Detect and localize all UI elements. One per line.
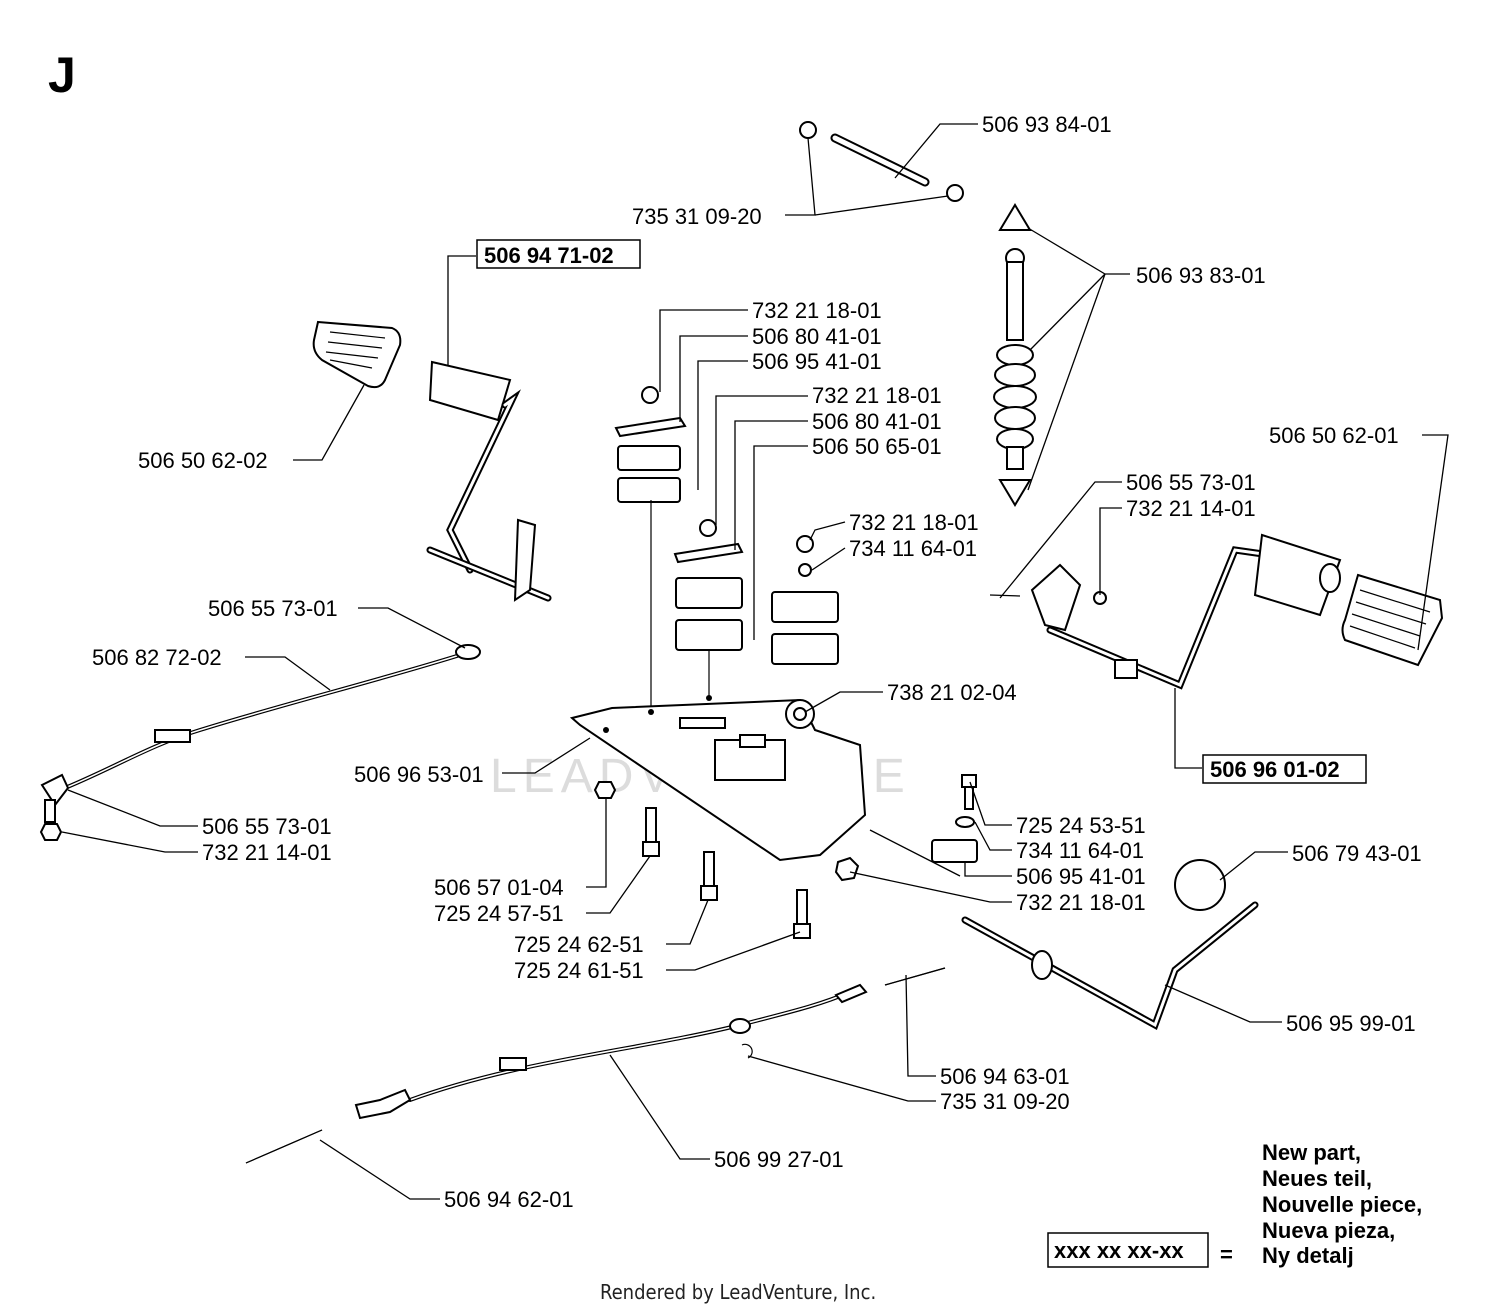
part-number-label: 506 50 65-01 — [812, 434, 942, 459]
part-number-label: 725 24 62-51 — [514, 932, 644, 957]
part-number-label: 506 57 01-04 — [434, 875, 564, 900]
part-number-label: 506 94 62-01 — [444, 1187, 574, 1212]
part-number-label: 732 21 18-01 — [752, 298, 882, 323]
bolts-illustration — [593, 774, 978, 939]
shock-absorber-illustration — [993, 203, 1037, 507]
part-number-label: 725 24 53-51 — [1016, 813, 1146, 838]
part-number-label: 506 95 41-01 — [1016, 864, 1146, 889]
part-number-label: 506 99 27-01 — [714, 1147, 844, 1172]
part-number-label: 735 31 09-20 — [632, 204, 762, 229]
part-number-label: 734 11 64-01 — [849, 536, 977, 561]
part-number-label: 506 80 41-01 — [752, 324, 882, 349]
right-pedal-assembly-illustration — [989, 533, 1444, 690]
legend-line: Nouvelle piece, — [1262, 1192, 1422, 1217]
part-number-label: 506 93 84-01 — [982, 112, 1112, 137]
part-number-label: 738 21 02-04 — [887, 680, 1017, 705]
part-number-label: 732 21 18-01 — [849, 510, 979, 535]
part-number-label: 732 21 14-01 — [1126, 496, 1256, 521]
part-number-label: 506 55 73-01 — [208, 596, 338, 621]
part-number-labels: 506 93 84-01 735 31 09-20 506 93 83-01 5… — [92, 112, 1422, 1212]
legend-line: New part, — [1262, 1140, 1361, 1165]
legend-line: Nueva pieza, — [1262, 1218, 1395, 1243]
new-part-box — [476, 239, 641, 269]
part-number-label: 506 79 43-01 — [1292, 841, 1422, 866]
upper-cable-illustration — [39, 644, 481, 841]
mounting-plate-illustration — [569, 695, 867, 862]
part-number-label: 506 96 01-02 — [1210, 757, 1340, 782]
legend-equals: = — [1220, 1242, 1233, 1267]
part-number-label: 506 82 72-02 — [92, 645, 222, 670]
section-letter: J — [48, 47, 76, 103]
left-pedal-pad-illustration — [312, 320, 402, 389]
gear-lever-illustration — [961, 859, 1259, 1031]
lower-cable-illustration — [245, 967, 946, 1164]
legend-line: Neues teil, — [1262, 1166, 1372, 1191]
new-part-box — [1202, 754, 1367, 784]
part-number-label: 732 21 14-01 — [202, 840, 332, 865]
part-number-label: 506 50 62-01 — [1269, 423, 1399, 448]
part-number-label: 506 93 83-01 — [1136, 263, 1266, 288]
part-number-label: 506 95 99-01 — [1286, 1011, 1416, 1036]
part-number-label: 725 24 57-51 — [434, 901, 564, 926]
part-number-label: 506 95 41-01 — [752, 349, 882, 374]
part-number-label: 506 55 73-01 — [202, 814, 332, 839]
leader-lines — [61, 123, 1449, 1200]
part-number-label: 725 24 61-51 — [514, 958, 644, 983]
left-pedal-arm-illustration — [426, 360, 552, 602]
part-number-label: 506 96 53-01 — [354, 762, 484, 787]
part-number-label: 506 55 73-01 — [1126, 470, 1256, 495]
legend-line: Ny detalj — [1262, 1243, 1354, 1268]
part-number-label: 732 21 18-01 — [812, 383, 942, 408]
part-number-label: 506 94 63-01 — [940, 1064, 1070, 1089]
pin-illustration — [799, 121, 964, 202]
footer-credit: Rendered by LeadVenture, Inc. — [600, 1280, 876, 1304]
legend-code-box — [1047, 1232, 1209, 1268]
part-number-label: 735 31 09-20 — [940, 1089, 1070, 1114]
part-number-label: 732 21 18-01 — [1016, 890, 1146, 915]
center-block-stack-illustration — [614, 386, 839, 712]
part-number-label: 506 80 41-01 — [812, 409, 942, 434]
legend: xxx xx xx-xx = New part, Neues teil, Nou… — [1047, 1140, 1422, 1268]
part-number-label: 506 94 71-02 — [484, 243, 614, 268]
part-number-label: 506 50 62-02 — [138, 448, 268, 473]
legend-code: xxx xx xx-xx — [1054, 1238, 1184, 1263]
part-number-label: 734 11 64-01 — [1016, 838, 1144, 863]
